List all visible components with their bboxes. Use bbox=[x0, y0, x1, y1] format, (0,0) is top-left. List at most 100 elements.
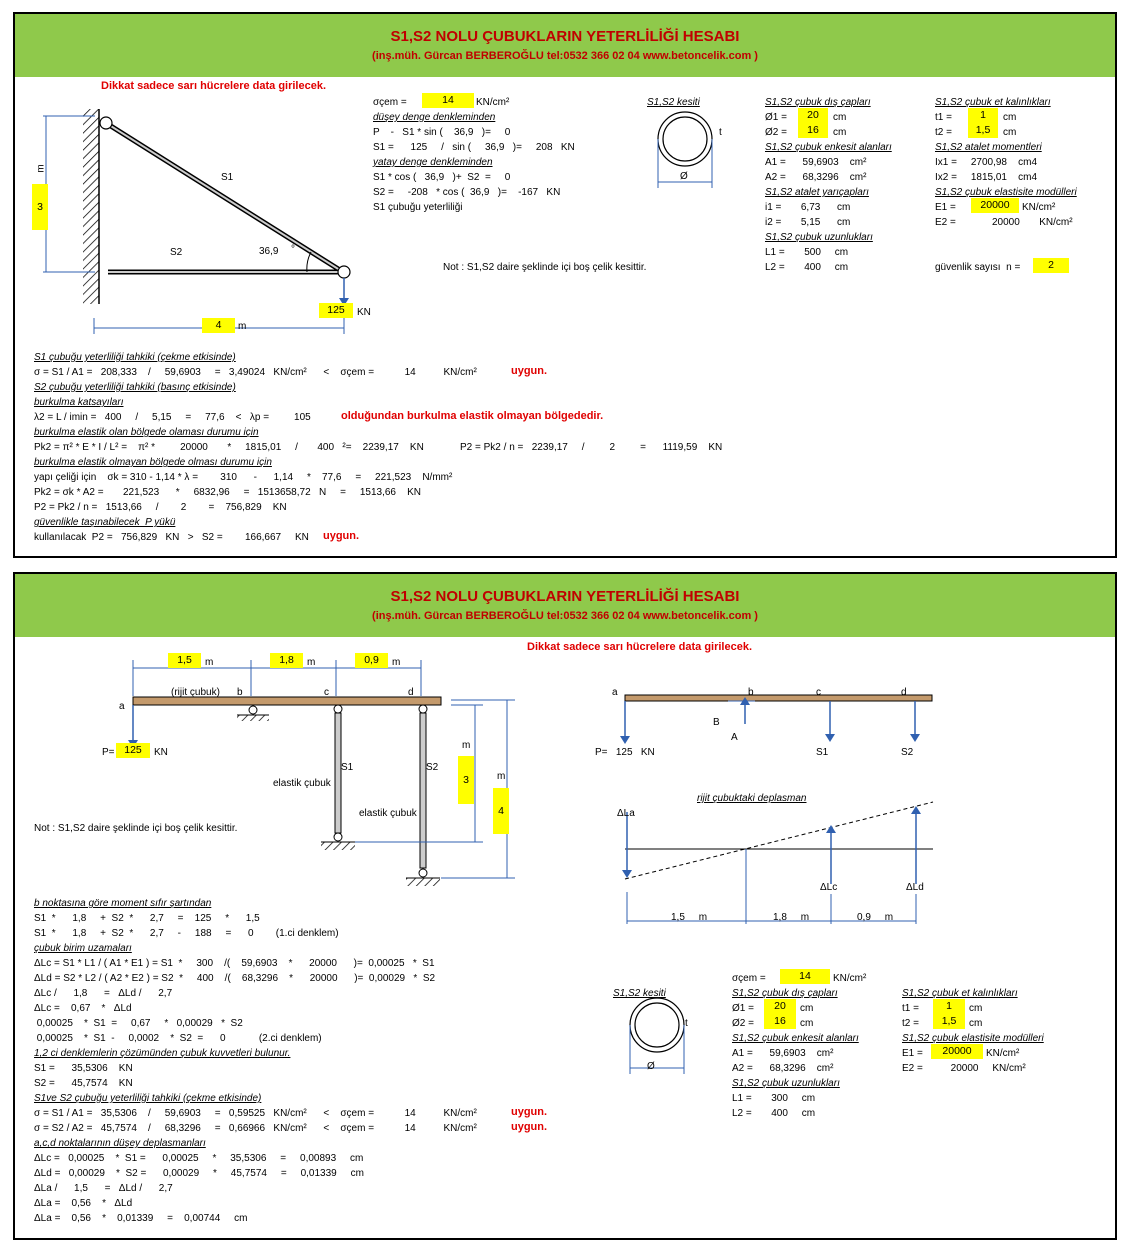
scem-input-2[interactable]: 14 bbox=[780, 969, 830, 984]
fbd-b: b bbox=[748, 687, 754, 698]
p2-col1-4: A1 = 59,6903 cm² bbox=[732, 1048, 834, 1059]
ok-1: uygun. bbox=[511, 365, 548, 377]
deflection-lc: ΔLc bbox=[820, 882, 838, 893]
p2-t1-input[interactable]: 1 bbox=[933, 999, 965, 1014]
dim-2-unit: m bbox=[307, 657, 316, 668]
p2-col1-8: L2 = 400 cm bbox=[732, 1108, 816, 1119]
dim-3-input[interactable]: 0,9 bbox=[355, 653, 388, 668]
p2-eq-16: a,c,d noktalarının düşey deplasmanları bbox=[34, 1138, 206, 1149]
p2-col2-3: S1,S2 çubuk elastisite modülleri bbox=[902, 1033, 1044, 1044]
h2-input[interactable]: 4 bbox=[493, 788, 509, 834]
p2-eq-3: çubuk birim uzamaları bbox=[34, 943, 132, 954]
col2-line-6: S1,S2 çubuk elastisite modülleri bbox=[935, 187, 1077, 198]
section-t-2: t bbox=[685, 1018, 688, 1029]
p2-ok-1: uygun. bbox=[511, 1106, 548, 1118]
p2-col1-0: S1,S2 çubuk dış çapları bbox=[732, 988, 838, 999]
panel-2-header: S1,S2 NOLU ÇUBUKLARIN YETERLİLİĞİ HESABI… bbox=[15, 574, 1115, 637]
p2-t2-input[interactable]: 1,5 bbox=[933, 1014, 965, 1029]
column-s2 bbox=[419, 712, 427, 869]
fbd-s2: S2 bbox=[901, 747, 914, 758]
t1-input[interactable]: 1 bbox=[968, 108, 998, 123]
p2-col2-1: t1 = bbox=[902, 1003, 919, 1014]
p2-t1-unit: cm bbox=[969, 1003, 983, 1014]
section-title: S1,S2 kesiti bbox=[647, 97, 700, 108]
t2-input[interactable]: 1,5 bbox=[968, 123, 998, 138]
col1-line-11: L2 = 400 cm bbox=[765, 262, 849, 273]
d2-input[interactable]: 16 bbox=[798, 123, 828, 138]
p2-eq-15: σ = S2 / A2 = 45,7574 / 68,3296 = 0,6696… bbox=[34, 1123, 477, 1134]
height-input[interactable]: 3 bbox=[32, 184, 48, 230]
h2-unit: m bbox=[497, 771, 506, 782]
p2-eq-10: 1,2 ci denklemlerin çözümünden çubuk kuv… bbox=[34, 1048, 291, 1059]
col2-line-3: S1,S2 atalet momentleri bbox=[935, 142, 1042, 153]
input-note-2: Dikkat sadece sarı hücrelere data girile… bbox=[527, 641, 753, 653]
col1-line-5: A2 = 68,3296 cm² bbox=[765, 172, 867, 183]
bottom-line-9: Pk2 = σk * A2 = 221,523 * 6832,96 = 1513… bbox=[34, 487, 421, 498]
col1-line-2: Ø2 = bbox=[765, 127, 787, 138]
p2-d1-input[interactable]: 20 bbox=[764, 999, 796, 1014]
p2-t2-unit: cm bbox=[969, 1018, 983, 1029]
label-angle: 36,9 bbox=[259, 246, 279, 257]
section-o-2: Ø bbox=[647, 1061, 655, 1072]
col1-line-10: L1 = 500 cm bbox=[765, 247, 849, 258]
fbd-B: B bbox=[713, 717, 720, 728]
load-input[interactable]: 125 bbox=[319, 303, 353, 318]
e1-input[interactable]: 20000 bbox=[971, 198, 1019, 213]
p2-eq-13: S1ve S2 çubuğu yeterliliği tahkiki (çekm… bbox=[34, 1093, 262, 1104]
p2-col2-5: E2 = 20000 KN/cm² bbox=[902, 1063, 1026, 1074]
bottom-line-5: burkulma elastik olan bölgede olaması du… bbox=[34, 427, 259, 438]
d2-unit: cm bbox=[833, 127, 847, 138]
scem-unit-2: KN/cm² bbox=[833, 973, 867, 984]
t2-unit: cm bbox=[1003, 127, 1017, 138]
label-s2: S2 bbox=[426, 762, 439, 773]
dim-1-input[interactable]: 1,5 bbox=[168, 653, 201, 668]
col1-line-9: S1,S2 çubuk uzunlukları bbox=[765, 232, 873, 243]
page-title: S1,S2 NOLU ÇUBUKLARIN YETERLİLİĞİ HESABI bbox=[390, 28, 740, 45]
deflection-ld: ΔLd bbox=[906, 882, 924, 893]
n-input[interactable]: 2 bbox=[1033, 258, 1069, 273]
label-s1: S1 bbox=[341, 762, 354, 773]
page-title-2: S1,S2 NOLU ÇUBUKLARIN YETERLİLİĞİ HESABI bbox=[390, 588, 740, 605]
p2-col1-3: S1,S2 çubuk enkesit alanları bbox=[732, 1033, 859, 1044]
bottom-line-7: burkulma elastik olmayan bölgede olması … bbox=[34, 457, 272, 468]
col1-line-3: S1,S2 çubuk enkesit alanları bbox=[765, 142, 892, 153]
d1-input[interactable]: 20 bbox=[798, 108, 828, 123]
dim-2-input[interactable]: 1,8 bbox=[270, 653, 303, 668]
dim-3-unit: m bbox=[392, 657, 401, 668]
col2-line-8: E2 = 20000 KN/cm² bbox=[935, 217, 1073, 228]
p2-eq-18: ΔLd = 0,00029 * S2 = 0,00029 * 45,7574 =… bbox=[34, 1168, 364, 1179]
scem-input[interactable]: 14 bbox=[422, 93, 474, 108]
p2-eq-11: S1 = 35,5306 KN bbox=[34, 1063, 133, 1074]
h1-input[interactable]: 3 bbox=[458, 756, 474, 804]
p2-eq-21: ΔLa = 0,56 * 0,01339 = 0,00744 cm bbox=[34, 1213, 248, 1224]
label-b: b bbox=[237, 687, 243, 698]
section-title-2: S1,S2 kesiti bbox=[613, 988, 666, 999]
panel-2: S1,S2 NOLU ÇUBUKLARIN YETERLİLİĞİ HESABI… bbox=[13, 572, 1117, 1240]
eq-line-4: yatay denge denkleminden bbox=[373, 157, 493, 168]
load-input-2[interactable]: 125 bbox=[116, 743, 150, 758]
p2-eq-19: ΔLa / 1,5 = ΔLd / 2,7 bbox=[34, 1183, 173, 1194]
eq-line-2: P - S1 * sin ( 36,9 )= 0 bbox=[373, 127, 511, 138]
p2-eq-6: ΔLc / 1,8 = ΔLd / 2,7 bbox=[34, 988, 173, 999]
eq-line-3: S1 = 125 / sin ( 36,9 )= 208 KN bbox=[373, 142, 575, 153]
col1-line-8: i2 = 5,15 cm bbox=[765, 217, 851, 228]
p2-eq-12: S2 = 45,7574 KN bbox=[34, 1078, 133, 1089]
col1-line-1: Ø1 = bbox=[765, 112, 787, 123]
p2-col2-2: t2 = bbox=[902, 1018, 919, 1029]
p2-col1-7: L1 = 300 cm bbox=[732, 1093, 816, 1104]
e1-unit: KN/cm² bbox=[1022, 202, 1056, 213]
h1-unit: m bbox=[462, 740, 471, 751]
eq-line-0: σçem = bbox=[373, 97, 407, 108]
p2-e1-input[interactable]: 20000 bbox=[931, 1044, 983, 1059]
fbd-c: c bbox=[816, 687, 821, 698]
p2-col1-2: Ø2 = bbox=[732, 1018, 754, 1029]
scem-label-2: σçem = bbox=[732, 973, 766, 984]
col2-line-1: t1 = bbox=[935, 112, 952, 123]
p2-eq-7: ΔLc = 0,67 * ΔLd bbox=[34, 1003, 132, 1014]
label-c: c bbox=[324, 687, 329, 698]
col1-line-4: A1 = 59,6903 cm² bbox=[765, 157, 867, 168]
label-d: d bbox=[408, 687, 414, 698]
width-input[interactable]: 4 bbox=[202, 318, 235, 333]
bottom-line-2: S2 çubuğu yeterliliği tahkiki (basınç et… bbox=[34, 382, 236, 393]
p2-d2-input[interactable]: 16 bbox=[764, 1014, 796, 1029]
